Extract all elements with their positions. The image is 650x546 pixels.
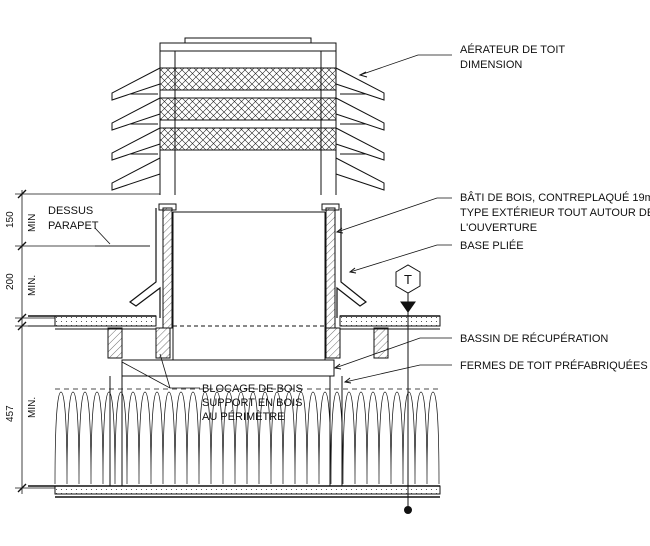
dimension-200-min: MIN.: [27, 275, 38, 296]
left-louvre-1: [111, 67, 161, 101]
insulation-batts: [54, 391, 440, 485]
dimension-150: 150: [5, 211, 16, 228]
leader-lines: [94, 54, 452, 389]
left-plywood-frame: [162, 207, 173, 329]
label-dessus: DESSUS: [48, 205, 93, 217]
label-aerateur-2: DIMENSION: [460, 59, 522, 71]
left-folded-base: [128, 208, 161, 318]
dimension-lines: [15, 189, 160, 494]
label-blocage-3: AU PÉRIMÈTRE: [202, 410, 285, 423]
right-louvre-1: [335, 67, 385, 101]
left-louvre-4: [111, 157, 161, 191]
labels: AÉRATEUR DE TOIT DIMENSION BÂTI DE BOIS,…: [48, 43, 650, 423]
dimension-150-min: MIN: [27, 214, 38, 232]
label-bati-3: L'OUVERTURE: [460, 222, 537, 234]
label-parapet: PARAPET: [48, 220, 99, 232]
label-base-pliee: BASE PLIÉE: [460, 239, 524, 252]
label-fermes: FERMES DE TOIT PRÉFABRIQUÉES: [460, 359, 648, 372]
label-bati-1: BÂTI DE BOIS, CONTREPLAQUÉ 19mm: [460, 191, 650, 204]
right-folded-base: [336, 208, 368, 318]
dimension-200: 200: [5, 273, 16, 290]
right-louvre-3: [335, 127, 385, 161]
section-marker: [395, 264, 421, 514]
roof-trusses: [109, 376, 343, 486]
label-blocage-1: BLOCAGE DE BOIS: [202, 383, 303, 395]
collection-basin: [121, 359, 335, 377]
vent-filter-2: [159, 97, 337, 121]
right-louvre-4: [335, 157, 385, 191]
vent-filter-1: [159, 67, 337, 91]
left-wood-block-inner: [155, 327, 171, 359]
curb-frame: [107, 203, 389, 377]
left-louvre-2: [111, 97, 161, 131]
right-louvre-2: [335, 97, 385, 131]
roof-deck: [28, 315, 441, 330]
vent-cap: [159, 42, 337, 52]
insulation: [54, 388, 440, 485]
left-louvre-3: [111, 127, 161, 161]
label-aerateur-1: AÉRATEUR DE TOIT: [460, 43, 565, 56]
dimension-457: 457: [5, 405, 16, 422]
roof-vent: [111, 37, 385, 195]
dimension-457-min: MIN.: [27, 397, 38, 418]
right-wood-block-inner: [325, 327, 341, 359]
label-blocage-2: SUPPORT EN BOIS: [202, 397, 302, 409]
label-bati-2: TYPE EXTÉRIEUR TOUT AUTOUR DE: [460, 206, 650, 219]
vent-cap-top: [184, 37, 312, 44]
label-bassin: BASSIN DE RÉCUPÉRATION: [460, 332, 608, 345]
section-marker-letter: T: [404, 272, 412, 287]
ceiling: [28, 485, 441, 498]
vent-filter-3: [159, 127, 337, 151]
right-plywood-frame: [325, 207, 336, 329]
